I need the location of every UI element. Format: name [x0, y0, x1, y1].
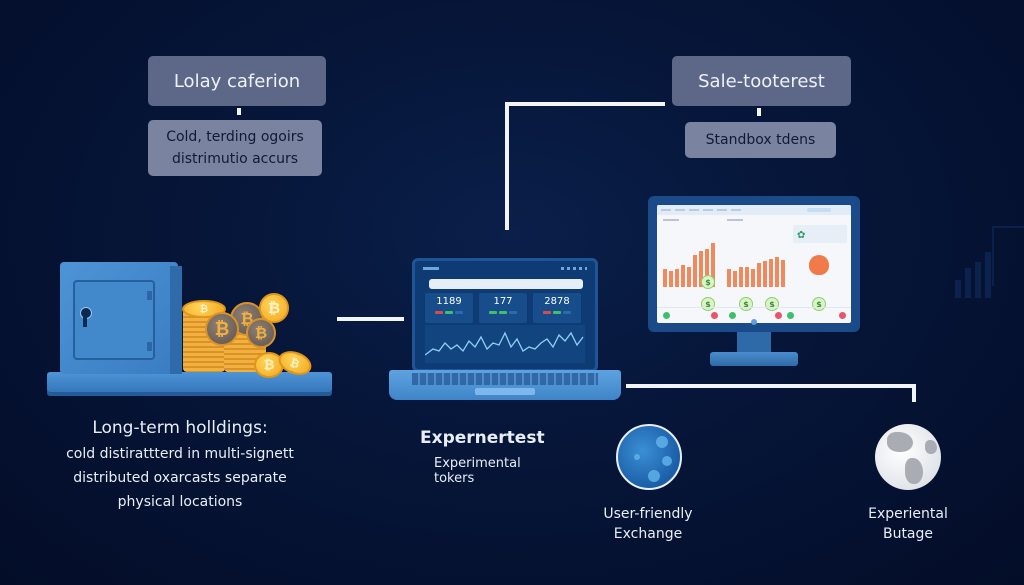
top-right-subtitle-box: Standbox tdens	[685, 122, 836, 158]
bg-bar	[985, 252, 991, 298]
laptop-caption: Expernertest Experimental tokers	[420, 428, 560, 486]
keyhole-icon	[79, 307, 92, 329]
bitcoin-icon: ₿	[205, 312, 239, 346]
vault-caption-line: cold distirattterd in multi-signett	[66, 446, 294, 462]
top-left-subtitle-line: distrimutio accurs	[171, 151, 298, 167]
connector-top-horizontal	[505, 102, 665, 106]
laptop-screen: 1189 177 2878	[412, 258, 598, 372]
connector-bottom-horizontal	[626, 384, 916, 388]
laptop-search-bar	[429, 279, 583, 289]
connector	[757, 108, 761, 116]
experiential-label-line: Butage	[882, 526, 934, 542]
hinge	[147, 342, 152, 351]
connector	[237, 108, 241, 115]
stat-value: 1189	[436, 296, 462, 307]
info-panel: ✿ $	[791, 217, 849, 311]
chart-panel: $ $	[663, 217, 723, 311]
bg-bar	[975, 262, 981, 298]
connector-vault-laptop	[337, 317, 404, 321]
top-left-subtitle-line: Cold, terding ogoirs	[166, 129, 304, 145]
monitor-nav	[657, 205, 851, 215]
panel-title	[727, 219, 743, 221]
top-right-subtitle: Standbox tdens	[705, 132, 816, 148]
top-left-subtitle-box: Cold, terding ogoirs distrimutio accurs	[148, 120, 322, 176]
stat-card: 177	[479, 293, 527, 323]
monitor-nav-items	[661, 209, 741, 211]
laptop-keyboard	[412, 373, 598, 385]
exchange-label: User-friendly Exchange	[580, 504, 716, 544]
laptop-trackpad	[475, 388, 535, 395]
bar-chart	[727, 237, 787, 287]
vault-caption-title: Long-term holldings:	[92, 418, 268, 438]
laptop-line-chart	[425, 325, 585, 363]
bg-bar	[955, 280, 961, 298]
hinge	[147, 291, 152, 300]
bg-frame	[992, 226, 1024, 286]
bitcoin-icon: ₿	[246, 318, 276, 348]
bitcoin-icon: ₿	[259, 293, 289, 323]
monitor-neck	[737, 332, 771, 354]
top-right-title: Sale-tooterest	[698, 70, 825, 92]
laptop-window-icons	[561, 267, 587, 270]
stat-value: 2878	[544, 296, 570, 307]
monitor-frame: $ $ $ $	[648, 196, 860, 332]
laptop-logo	[423, 267, 439, 270]
white-globe-icon	[875, 424, 941, 490]
experiential-label-line: Experiental	[868, 506, 948, 522]
monitor-stand	[710, 352, 798, 366]
top-right-title-box: Sale-tooterest	[672, 56, 851, 106]
monitor-power-icon	[751, 319, 757, 325]
monitor-search	[807, 208, 831, 212]
connector-top-vertical	[505, 102, 509, 230]
chart-panel: $ $	[727, 217, 787, 311]
stat-card: 2878	[533, 293, 581, 323]
plant-icon: ✿	[797, 230, 806, 241]
exchange-label-line: User-friendly	[603, 506, 693, 522]
monitor-screen: $ $ $ $	[657, 205, 851, 323]
safe-side	[170, 266, 182, 374]
connector-bottom-drop	[912, 384, 916, 402]
top-left-title: Lolay caferion	[173, 70, 301, 92]
info-card: ✿	[793, 225, 847, 243]
experiential-label: Experiental Butage	[840, 504, 976, 544]
laptop-caption-title: Expernertest	[420, 428, 545, 448]
top-left-title-box: Lolay caferion	[148, 56, 326, 106]
bg-bar	[965, 268, 971, 298]
vault-shelf	[47, 372, 332, 392]
blue-globe-icon	[616, 424, 682, 490]
vault-caption-line: distributed oxarcasts separate	[73, 470, 287, 486]
laptop-caption-subtitle: Experimental tokers	[434, 456, 521, 486]
panel-title	[663, 219, 679, 221]
exchange-label-line: Exchange	[613, 526, 683, 542]
vault-caption-line: physical locations	[117, 494, 243, 510]
dollar-icon: $	[701, 275, 715, 289]
laptop-topbar	[421, 267, 589, 273]
stat-card: 1189	[425, 293, 473, 323]
hand-icon	[809, 255, 829, 275]
stat-value: 177	[493, 296, 513, 307]
monitor-footer	[657, 307, 851, 323]
bar-chart	[663, 237, 723, 287]
vault-caption: Long-term holldings: cold distirattterd …	[40, 418, 320, 514]
